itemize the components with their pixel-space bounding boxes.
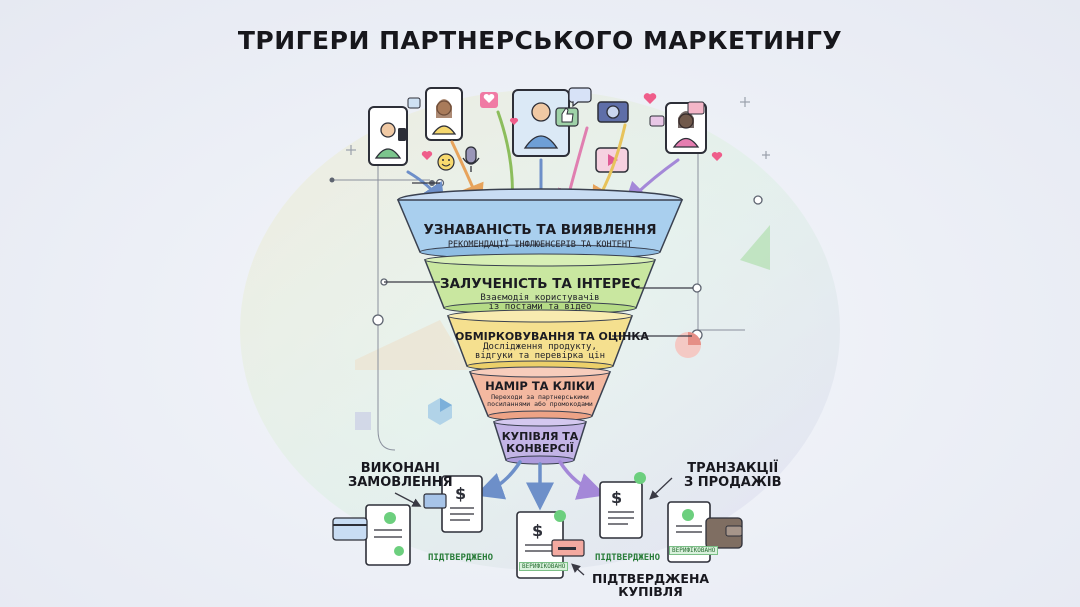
receipt-right: $	[599, 472, 646, 539]
stage-4-subtitle: Переходи за партнерськими посиланнями аб…	[487, 393, 593, 408]
phone-icon-woman-right	[665, 102, 707, 154]
funnel-stage-5	[492, 417, 588, 465]
stage-5-title: КУПІВЛЯ ТА КОНВЕРСІЇ	[501, 430, 579, 456]
bg-triangle-right	[740, 225, 770, 270]
page-title: ТРИГЕРИ ПАРТНЕРСЬКОГО МАРКЕТИНГУ	[237, 26, 843, 55]
stamp-confirmed-left: ПІДТВЕРДЖЕНО	[428, 553, 494, 563]
stage-4-title: НАМІР ТА КЛІКИ	[485, 379, 595, 393]
pie-chart-icon	[675, 332, 701, 358]
stage-4-text: НАМІР ТА КЛІКИ Переходи за партнерськими…	[478, 379, 602, 413]
label-completed-orders: ВИКОНАНІ ЗАМОВЛЕННЯ	[348, 461, 453, 490]
phone-icon-woman	[425, 87, 463, 141]
camera-icon	[597, 101, 629, 123]
stage-2-text: ЗАЛУЧЕНІСТЬ ТА ІНТЕРЕС Взаємодія користу…	[440, 276, 641, 313]
output-arrows	[475, 460, 606, 511]
label-sales-transactions: ТРАНЗАКЦІЇ З ПРОДАЖІВ	[684, 461, 782, 490]
receipt-far-left	[332, 504, 411, 566]
stage-2-title: ЗАЛУЧЕНІСТЬ ТА ІНТЕРЕС	[440, 276, 641, 292]
stage-connectors	[384, 182, 693, 337]
bg-shape-left	[355, 320, 470, 370]
stamp-confirmed-right: ПІДТВЕРДЖЕНО	[595, 553, 661, 563]
tablet-icon-man-center	[512, 89, 570, 157]
microphone-icon	[462, 146, 480, 172]
stage-3-subtitle: Дослідження продукту, відгуки та перевір…	[474, 342, 606, 362]
svg-text:$: $	[455, 484, 466, 503]
svg-text:$: $	[611, 488, 622, 507]
heart-icons	[421, 93, 723, 161]
svg-text:$: $	[532, 521, 543, 540]
heart-icon-top	[480, 92, 498, 108]
small-card-icons	[407, 97, 705, 127]
label-confirmed-purchase: ПІДТВЕРДЖЕНА КУПІВЛЯ	[592, 571, 710, 600]
stage-3-text: ОБМІРКОВУВАННЯ ТА ОЦІНКА Дослідження про…	[455, 330, 649, 365]
decor-square	[355, 412, 371, 430]
phone-icon-man-left	[368, 106, 408, 166]
stage-1-text: УЗНАВАНІСТЬ ТА ВИЯВЛЕННЯ РЕКОМЕНДАЦІЇ ІН…	[420, 222, 660, 254]
receipt-center: $	[516, 510, 585, 579]
like-thumb-icon	[555, 107, 579, 127]
hexagon-icon	[428, 398, 452, 425]
stage-1-subtitle: РЕКОМЕНДАЦІЇ ІНФЛЮЕНСЕРІВ ТА КОНТЕНТ	[447, 240, 633, 250]
mini-stamp-verified-right: ВЕРИФІКОВАНО	[669, 546, 719, 555]
chat-bubble-icon	[568, 87, 592, 108]
mini-stamp-verified-center: ВЕРИФІКОВАНО	[519, 562, 569, 571]
stage-3-title: ОБМІРКОВУВАННЯ ТА ОЦІНКА	[455, 330, 649, 343]
decor-plus-signs	[346, 97, 770, 159]
stage-5-text: КУПІВЛЯ ТА КОНВЕРСІЇ	[494, 430, 586, 459]
stage-2-subtitle: Взаємодія користувачів із постами та від…	[480, 293, 600, 313]
smiley-icon	[437, 153, 455, 171]
label-arrows	[394, 477, 673, 576]
stage-1-title: УЗНАВАНІСТЬ ТА ВИЯВЛЕННЯ	[423, 222, 657, 238]
receipt-left: $	[423, 475, 483, 533]
